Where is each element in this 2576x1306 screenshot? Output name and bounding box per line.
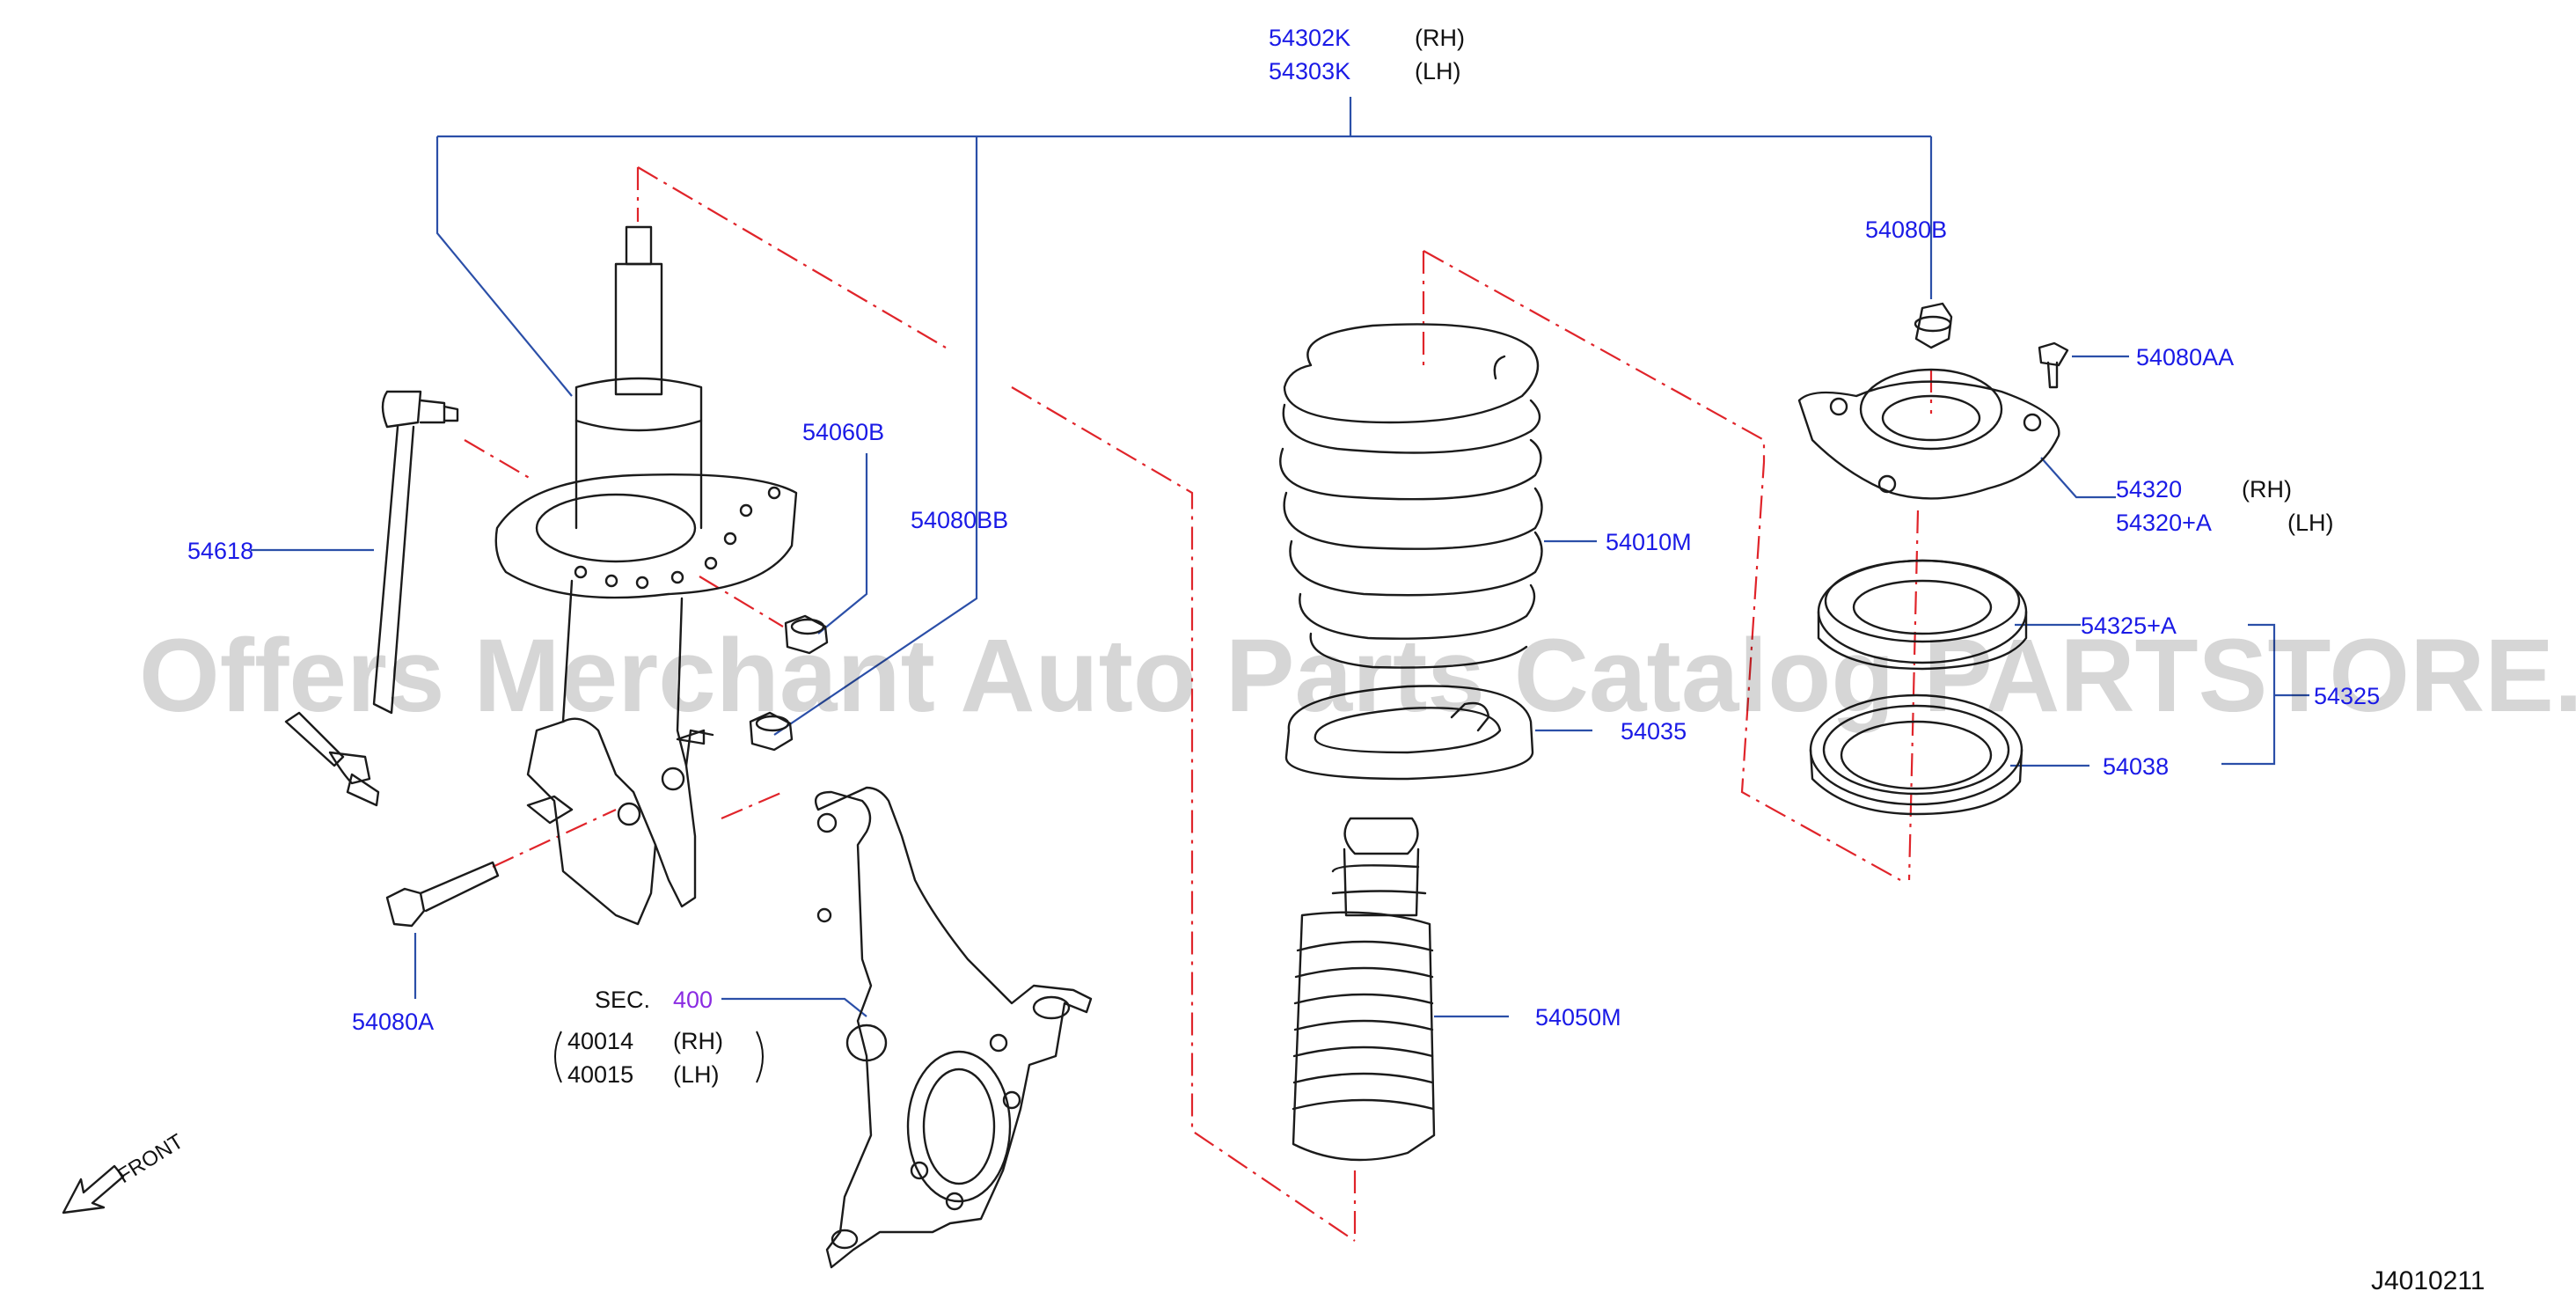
assembly-part-number-rh[interactable]: 54302K (1269, 25, 1350, 51)
callout-54038[interactable]: 54038 (2103, 753, 2169, 780)
watermark: Offers Merchant Auto Parts Catalog PARTS… (139, 618, 2576, 734)
bolt-part (385, 861, 500, 928)
section-part-lh: 40015 (567, 1061, 633, 1088)
callout-54320-lh[interactable]: 54320+A (2116, 510, 2212, 536)
section-link[interactable]: 400 (673, 987, 713, 1013)
callout-54080A[interactable]: 54080A (352, 1009, 434, 1035)
section-prefix: SEC. (595, 987, 650, 1013)
front-arrow-icon (62, 1164, 125, 1214)
stabilizer-link-part (284, 390, 459, 807)
callout-54035[interactable]: 54035 (1621, 718, 1687, 745)
bearing-part (1817, 559, 2028, 671)
callout-54618[interactable]: 54618 (187, 538, 253, 564)
leader-lines (251, 97, 2309, 1018)
front-label: FRONT (113, 1129, 188, 1188)
assembly-side-rh: (RH) (1415, 25, 1465, 51)
right-paren (756, 1031, 764, 1083)
boot-part (1292, 817, 1436, 1162)
callout-54320-side-lh: (LH) (2287, 510, 2334, 536)
knuckle-part (814, 786, 1093, 1269)
assembly-side-lh: (LH) (1415, 58, 1461, 84)
callout-54320-rh[interactable]: 54320 (2116, 476, 2182, 503)
diagram-code: J4010211 (2371, 1266, 2485, 1295)
bearing-seal-part (1809, 693, 2023, 816)
centerlines (464, 166, 1933, 1242)
callout-54080B[interactable]: 54080B (1865, 216, 1947, 243)
assembly-part-label[interactable]: 54302K (RH) 54303K (LH) (1269, 25, 1465, 84)
assembly-part-number-lh[interactable]: 54303K (1269, 58, 1350, 84)
section-reference: SEC. 400 40014 (RH) 40015 (LH) (554, 987, 764, 1088)
callout-54050M[interactable]: 54050M (1535, 1004, 1621, 1031)
coil-spring-part (1279, 323, 1543, 669)
callout-54320-side-rh: (RH) (2242, 476, 2292, 503)
left-paren (554, 1031, 562, 1083)
section-side-lh: (LH) (673, 1061, 720, 1088)
spring-seat-part (1284, 685, 1534, 781)
callout-54010M[interactable]: 54010M (1606, 529, 1692, 555)
nuts (749, 614, 829, 752)
section-side-rh: (RH) (673, 1028, 723, 1054)
strut-mount-part (1797, 302, 2069, 500)
callout-54325A[interactable]: 54325+A (2081, 613, 2177, 639)
strut-assembly (494, 225, 798, 926)
callout-54080BB[interactable]: 54080BB (911, 507, 1008, 533)
section-part-rh: 40014 (567, 1028, 633, 1054)
callout-54080AA[interactable]: 54080AA (2136, 344, 2234, 371)
callout-54060B[interactable]: 54060B (802, 419, 884, 445)
callout-54325[interactable]: 54325 (2314, 683, 2380, 709)
